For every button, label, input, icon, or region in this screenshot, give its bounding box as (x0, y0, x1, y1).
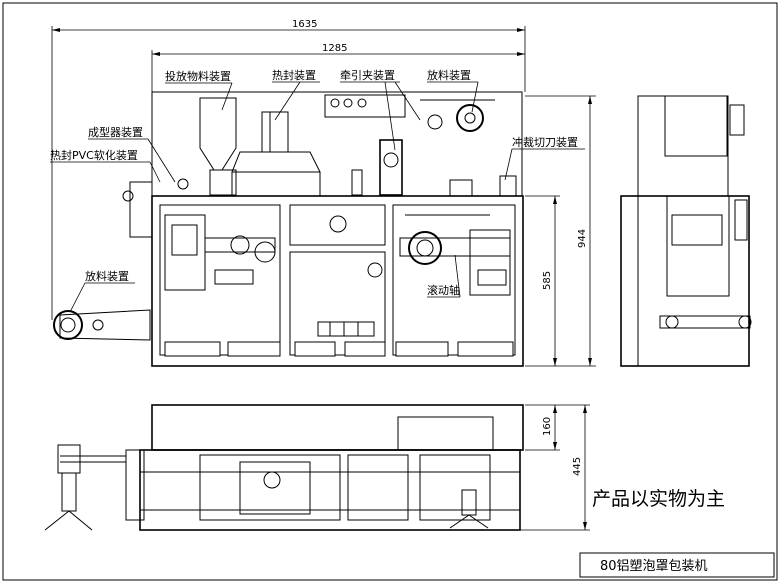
title-block-text: 80铝塑泡罩包装机 (600, 559, 708, 574)
control-knob (329, 215, 347, 233)
unwind-arm (59, 309, 151, 341)
label-forming: 成型器装置 (88, 125, 143, 139)
side-view (620, 95, 752, 367)
dimension-lines (51, 26, 596, 531)
traction-clamp (324, 94, 406, 118)
leader-lines (50, 81, 585, 313)
top-view (44, 404, 524, 531)
dim-overall-height: 944 (577, 229, 588, 248)
label-unwind-left: 放料装置 (85, 269, 129, 283)
title-block (579, 552, 775, 578)
right-bay (392, 204, 516, 356)
label-pvc-softening: 热封PVC软化装置 (50, 148, 138, 162)
dimension-arrows (52, 28, 592, 530)
dim-overall-length: 1635 (292, 19, 317, 30)
label-punch-cutter: 冲裁切刀装置 (512, 135, 578, 149)
label-heat-seal: 热封装置 (272, 68, 316, 82)
front-view (53, 91, 524, 367)
left-reel (53, 310, 83, 340)
dim-top-height: 160 (542, 417, 553, 436)
label-unwind-top: 放料装置 (427, 68, 471, 82)
label-feeding-device: 投放物料装置 (165, 69, 231, 83)
upper-frame (151, 91, 523, 197)
dim-body-height: 585 (542, 271, 553, 290)
dim-body-length: 1285 (322, 43, 347, 54)
label-roller-shaft: 滚动轴 (427, 283, 460, 297)
product-note: 产品以实物为主 (592, 488, 725, 510)
top-reel (456, 104, 484, 132)
vent-slots (317, 321, 375, 337)
center-bay (289, 251, 386, 356)
control-box (289, 204, 386, 246)
dim-top-depth: 445 (572, 457, 583, 476)
label-traction-clamp: 牵引夹装置 (340, 68, 395, 82)
